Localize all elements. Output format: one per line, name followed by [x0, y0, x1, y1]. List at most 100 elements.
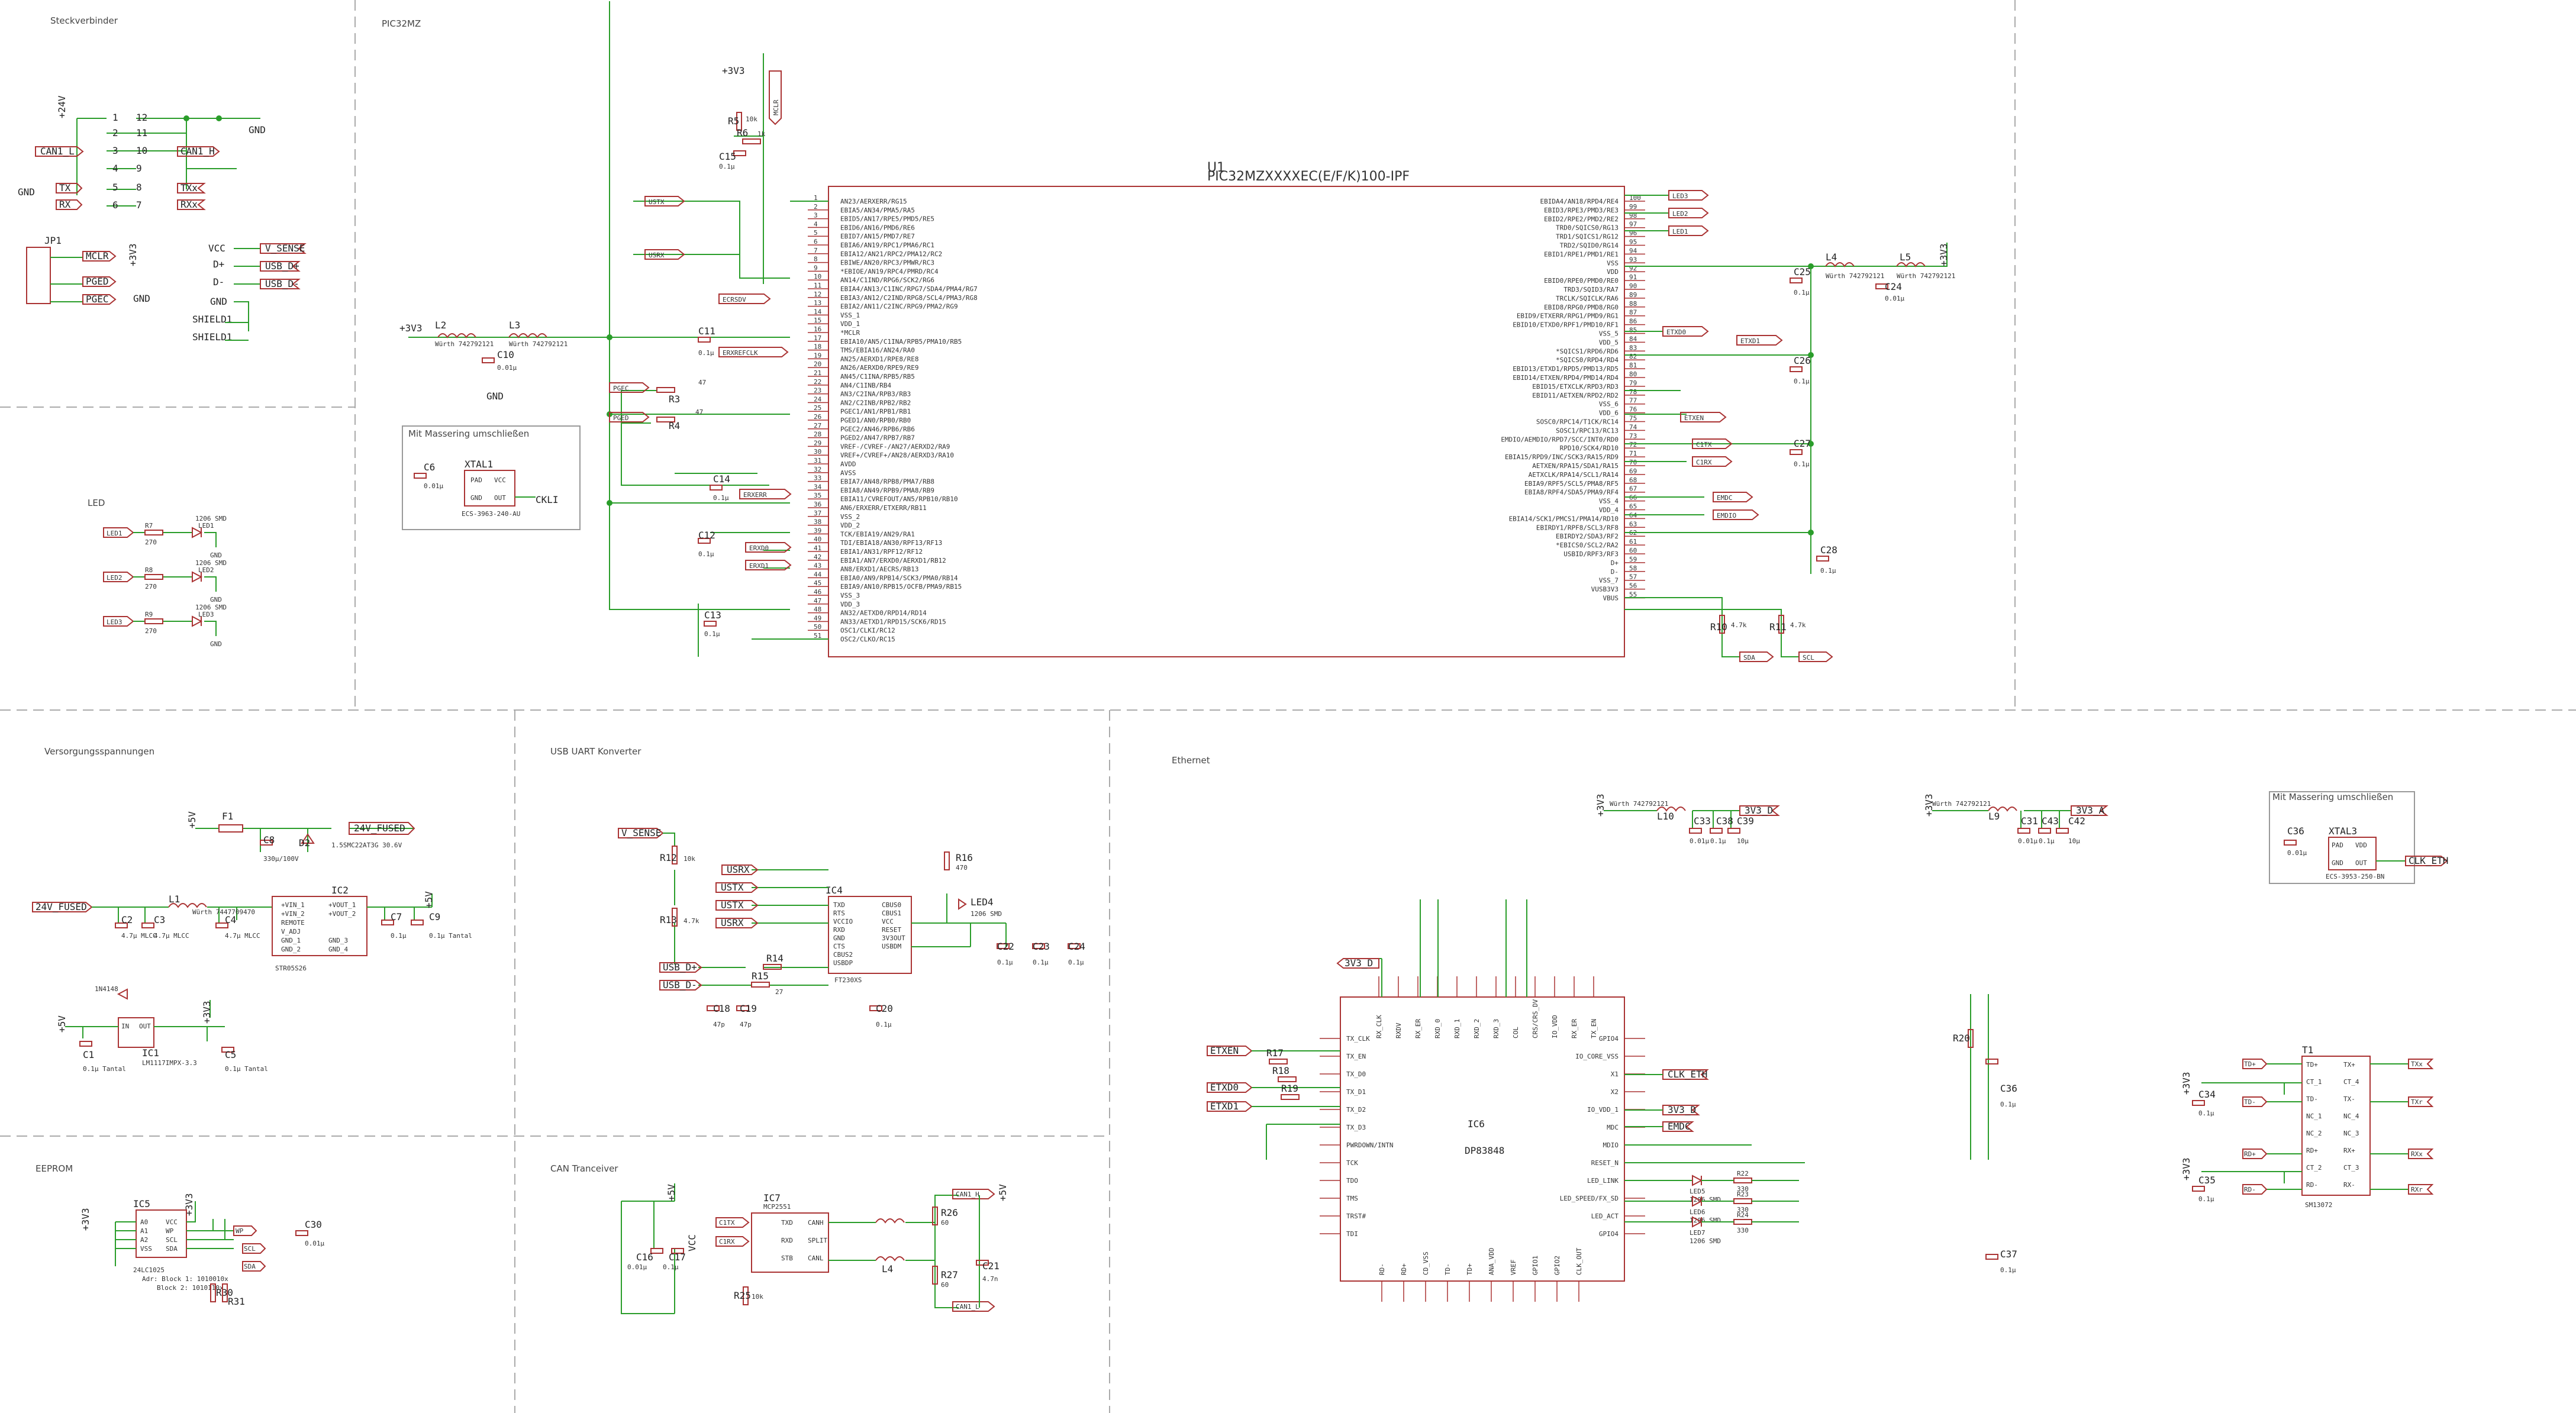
net-flag: [1668, 225, 1709, 236]
mcu-pin-label: VSS_1: [840, 311, 860, 319]
svg-text:CLK_ETH: CLK_ETH: [1668, 1069, 1707, 1080]
mcu-pin-number: 58: [1629, 564, 1637, 572]
t1-pin-label: CT_2: [2306, 1164, 2322, 1172]
mcu-pin-number: 1: [814, 194, 818, 202]
mcu-pin-number: 91: [1629, 273, 1637, 281]
ic4-pin-label: 3V3OUT: [882, 934, 905, 942]
svg-text:R30: R30: [216, 1287, 233, 1298]
svg-text:0.1µ: 0.1µ: [713, 494, 729, 502]
svg-text:C30: C30: [305, 1219, 322, 1230]
svg-text:C2: C2: [121, 914, 133, 925]
svg-text:0.1µ: 0.1µ: [2000, 1266, 2016, 1274]
svg-text:VCC: VCC: [686, 1234, 698, 1251]
mcu-pin-number: 30: [814, 448, 821, 456]
svg-text:STB: STB: [781, 1254, 793, 1262]
wire: [133, 532, 217, 547]
svg-text:0.01µ: 0.01µ: [497, 364, 517, 372]
svg-text:6: 6: [112, 199, 118, 211]
svg-text:C1: C1: [83, 1049, 94, 1060]
svg-text:1.5SMC22AT3G 30.6V: 1.5SMC22AT3G 30.6V: [331, 841, 402, 849]
svg-text:R11: R11: [1769, 621, 1787, 633]
svg-text:SPLIT: SPLIT: [808, 1237, 827, 1244]
mcu-pin-number: 73: [1629, 432, 1637, 440]
wire: [133, 576, 217, 592]
svg-text:0.1µ: 0.1µ: [2198, 1109, 2214, 1117]
mcu-pin-number: 72: [1629, 441, 1637, 449]
svg-text:10: 10: [136, 145, 147, 156]
svg-text:+3V3: +3V3: [183, 1193, 195, 1216]
mcu-pin-label: EBID13/ETXD1/RPD5/PMD13/RD5: [1513, 365, 1619, 373]
svg-text:0.01µ: 0.01µ: [424, 482, 443, 490]
net-flag: [609, 412, 650, 422]
mcu-pin-label: EBIA15/RPD9/INC/SCK3/RA15/RD9: [1505, 453, 1619, 461]
mcu-pin-number: 4: [814, 220, 818, 228]
resistor: [1733, 1178, 1752, 1183]
ic6-pin-label: X2: [1611, 1088, 1619, 1096]
svg-text:C23: C23: [1033, 941, 1050, 952]
mcu-pin-label: PGED2/AN47/RPB7/RB7: [840, 434, 915, 442]
svg-text:GND_2: GND_2: [281, 946, 301, 953]
svg-text:RX: RX: [59, 199, 71, 210]
mcu-pin-label: VUSB3V3: [1591, 586, 1619, 593]
mcu-pin-label: EBID2/RPE2/PMD2/RE2: [1544, 215, 1619, 223]
svg-text:7: 7: [136, 199, 142, 211]
svg-text:C38: C38: [1716, 815, 1733, 827]
ic5-pin-label: A0: [140, 1218, 148, 1226]
mcu-pin-label: VDD: [1607, 268, 1619, 276]
svg-text:V_ADJ: V_ADJ: [281, 928, 301, 935]
mcu-pin-number: 28: [814, 431, 821, 438]
ic6-pin-label: LED_ACT: [1591, 1212, 1619, 1220]
mcu-pin-label: EBIA4/AN13/C1INC/RPG7/SDA4/PMA4/RG7: [840, 285, 978, 293]
net-label: LED3: [1672, 192, 1688, 200]
mcu-pin-label: PGEC2/AN46/RPB6/RB6: [840, 425, 915, 433]
svg-text:L4: L4: [1826, 251, 1837, 263]
svg-text:C1TX: C1TX: [719, 1219, 735, 1227]
ic6-pin-label: TRST#: [1346, 1212, 1366, 1220]
ic6-pin-label: TX_CLK: [1346, 1035, 1370, 1043]
mcu-pin-number: 16: [814, 325, 821, 333]
mcu-pin-number: 19: [814, 351, 821, 359]
mcu-pin-label: VSS_7: [1599, 577, 1619, 585]
svg-text:R31: R31: [228, 1296, 245, 1307]
ic6-pin-label: RXD_2: [1473, 1019, 1481, 1038]
ic6-pin-label: CRS/CRS_DV: [1532, 999, 1539, 1038]
mcu-pin-number: 51: [814, 632, 821, 640]
svg-text:GND_3: GND_3: [328, 937, 348, 944]
ic6-pin-label: COL: [1512, 1027, 1520, 1038]
mcu-pin-label: EBIA14/SCK1/PMCS1/PMA14/RD10: [1509, 515, 1619, 522]
svg-text:R10: R10: [1710, 621, 1727, 633]
mcu-pin-number: 78: [1629, 388, 1637, 396]
mcu-pin-number: 3: [814, 212, 818, 220]
ic6-pin-label: TX_EN: [1346, 1053, 1366, 1060]
mcu-pin-label: EBIA1/AN31/RPF12/RF12: [840, 548, 923, 556]
svg-text:ETXD0: ETXD0: [1210, 1082, 1239, 1093]
t1-pin-label: RD-: [2306, 1181, 2318, 1189]
svg-text:FT230XS: FT230XS: [834, 976, 862, 984]
ic6-pin-label: RD-: [1378, 1263, 1386, 1275]
svg-text:0.1µ: 0.1µ: [1710, 837, 1726, 845]
ic4-pin-label: CBUS0: [882, 901, 901, 909]
mcu-pin-number: 9: [814, 264, 818, 272]
svg-text:12: 12: [136, 112, 147, 123]
svg-text:+5V: +5V: [186, 811, 198, 828]
svg-text:0.1µ: 0.1µ: [2039, 837, 2055, 845]
mcu-pin-label: EBIA0/AN9/RPB14/SCK3/PMA0/RB14: [840, 574, 958, 582]
mcu-pin-label: EBIA12/AN21/RPC2/PMA12/RC2: [840, 250, 942, 258]
capacitor-value: 0.1µ: [1794, 460, 1810, 468]
svg-text:V_SENSE: V_SENSE: [265, 243, 305, 254]
supply-section: +5V F1 C8 330µ/100V D2 1.5SMC22AT3G 30.6…: [32, 811, 472, 1073]
svg-text:R3: R3: [669, 393, 680, 405]
net-label: C1RX: [1696, 459, 1712, 466]
mcu-pin-label: D+: [1611, 559, 1619, 567]
mcu-pin-number: 97: [1629, 221, 1637, 228]
svg-text:TXx: TXx: [180, 182, 198, 193]
svg-text:1N4148: 1N4148: [95, 985, 118, 993]
svg-text:ETXEN: ETXEN: [1210, 1045, 1239, 1056]
svg-text:STR05S26: STR05S26: [275, 964, 307, 972]
t1-pin-label: CT_3: [2343, 1164, 2359, 1172]
mcu-pin-label: AVDD: [840, 460, 856, 468]
mcu-pin-number: 49: [814, 614, 821, 622]
mcu-pin-label: AVSS: [840, 469, 856, 477]
